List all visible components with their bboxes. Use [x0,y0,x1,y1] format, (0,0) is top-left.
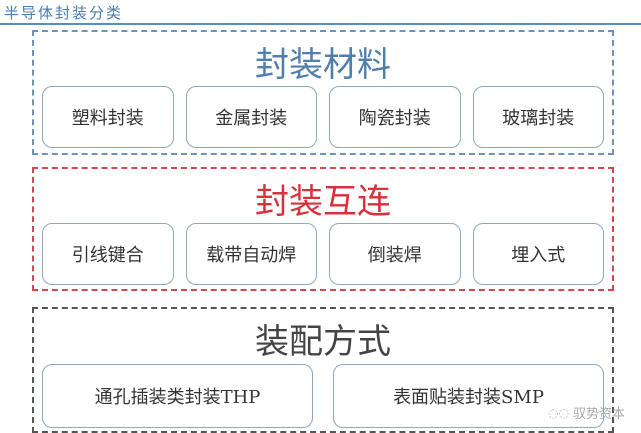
section-packaging-materials: 封装材料 塑料封装 金属封装 陶瓷封装 玻璃封装 [32,30,614,155]
section-heading: 装配方式 [255,322,391,362]
card-surface-mount-package: 表面贴装封装SMP [333,364,604,428]
card-ceramic-package: 陶瓷封装 [329,86,461,148]
section-assembly-method: 装配方式 通孔插装类封装THP 表面贴装封装SMP [32,307,614,433]
card-metal-package: 金属封装 [185,86,317,148]
section-heading: 封装材料 [255,45,391,85]
card-through-hole-package: 通孔插装类封装THP [42,364,313,428]
card-glass-package: 玻璃封装 [472,86,604,148]
card-wire-bonding: 引线键合 [42,223,174,285]
watermark: ◌◌ 驭势资本 [548,403,625,423]
watermark-text: 驭势资本 [572,407,625,422]
wechat-icon: ◌◌ [548,405,569,420]
card-row: 通孔插装类封装THP 表面贴装封装SMP [42,364,604,428]
section-heading: 封装互连 [255,182,391,222]
title-divider [0,23,641,25]
card-flip-chip: 倒装焊 [329,223,461,285]
page-title: 半导体封装分类 [4,4,124,22]
section-packaging-interconnect: 封装互连 引线键合 载带自动焊 倒装焊 埋入式 [32,167,614,291]
card-row: 引线键合 载带自动焊 倒装焊 埋入式 [42,223,604,285]
card-tape-automated-bonding: 载带自动焊 [185,223,317,285]
card-embedded: 埋入式 [472,223,604,285]
card-row: 塑料封装 金属封装 陶瓷封装 玻璃封装 [42,86,604,148]
card-plastic-package: 塑料封装 [42,86,174,148]
